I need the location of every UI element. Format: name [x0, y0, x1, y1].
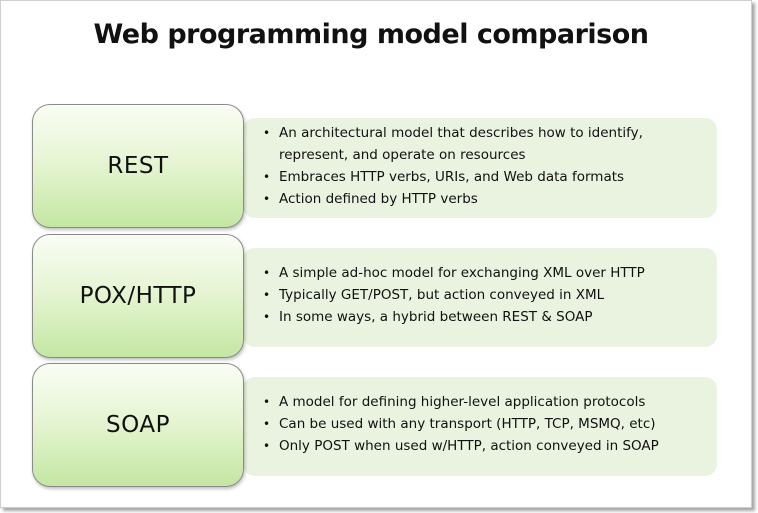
bullet-list-pox-http: A simple ad-hoc model for exchanging XML…: [263, 262, 709, 328]
model-box-soap: SOAP: [32, 363, 244, 487]
slide-title: Web programming model comparison: [93, 19, 649, 50]
bullet-item: Typically GET/POST, but action conveyed …: [263, 284, 709, 306]
bullet-item: An architectural model that describes ho…: [263, 122, 709, 166]
bullet-list-rest: An architectural model that describes ho…: [263, 122, 709, 210]
bullet-list-soap: A model for defining higher-level applic…: [263, 391, 709, 457]
bullet-item: A model for defining higher-level applic…: [263, 391, 709, 413]
bullet-item: A simple ad-hoc model for exchanging XML…: [263, 262, 709, 284]
bullet-item: Action defined by HTTP verbs: [263, 188, 709, 210]
bullet-item: Can be used with any transport (HTTP, TC…: [263, 413, 709, 435]
model-box-pox-http: POX/HTTP: [32, 234, 244, 358]
bullet-item: Embraces HTTP verbs, URIs, and Web data …: [263, 166, 709, 188]
bullet-item: Only POST when used w/HTTP, action conve…: [263, 435, 709, 457]
bullet-item: In some ways, a hybrid between REST & SO…: [263, 306, 709, 328]
model-box-rest: REST: [32, 104, 244, 228]
